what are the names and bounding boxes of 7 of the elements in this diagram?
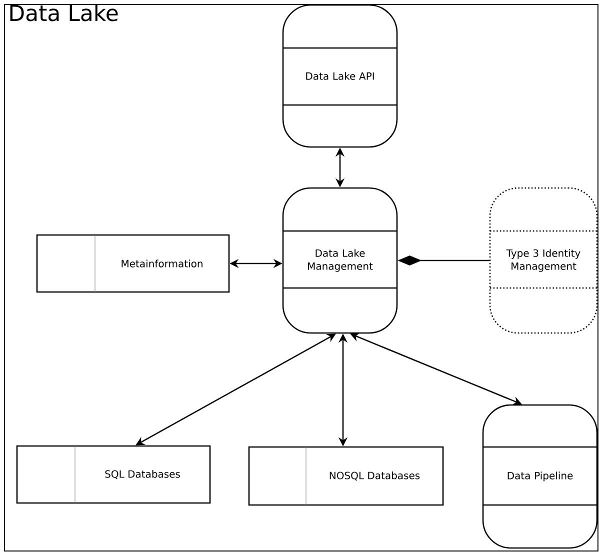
process-box: Data Pipeline (482, 404, 598, 549)
process-box: Data Lake Management (282, 187, 398, 334)
process-box: Data Lake API (282, 4, 398, 148)
data-store-box: Metainformation (36, 234, 230, 293)
data-store-box: SQL Databases (16, 445, 211, 504)
process-box: Type 3 Identity Management (489, 187, 598, 334)
data-store-box: NOSQL Databases (248, 446, 444, 506)
